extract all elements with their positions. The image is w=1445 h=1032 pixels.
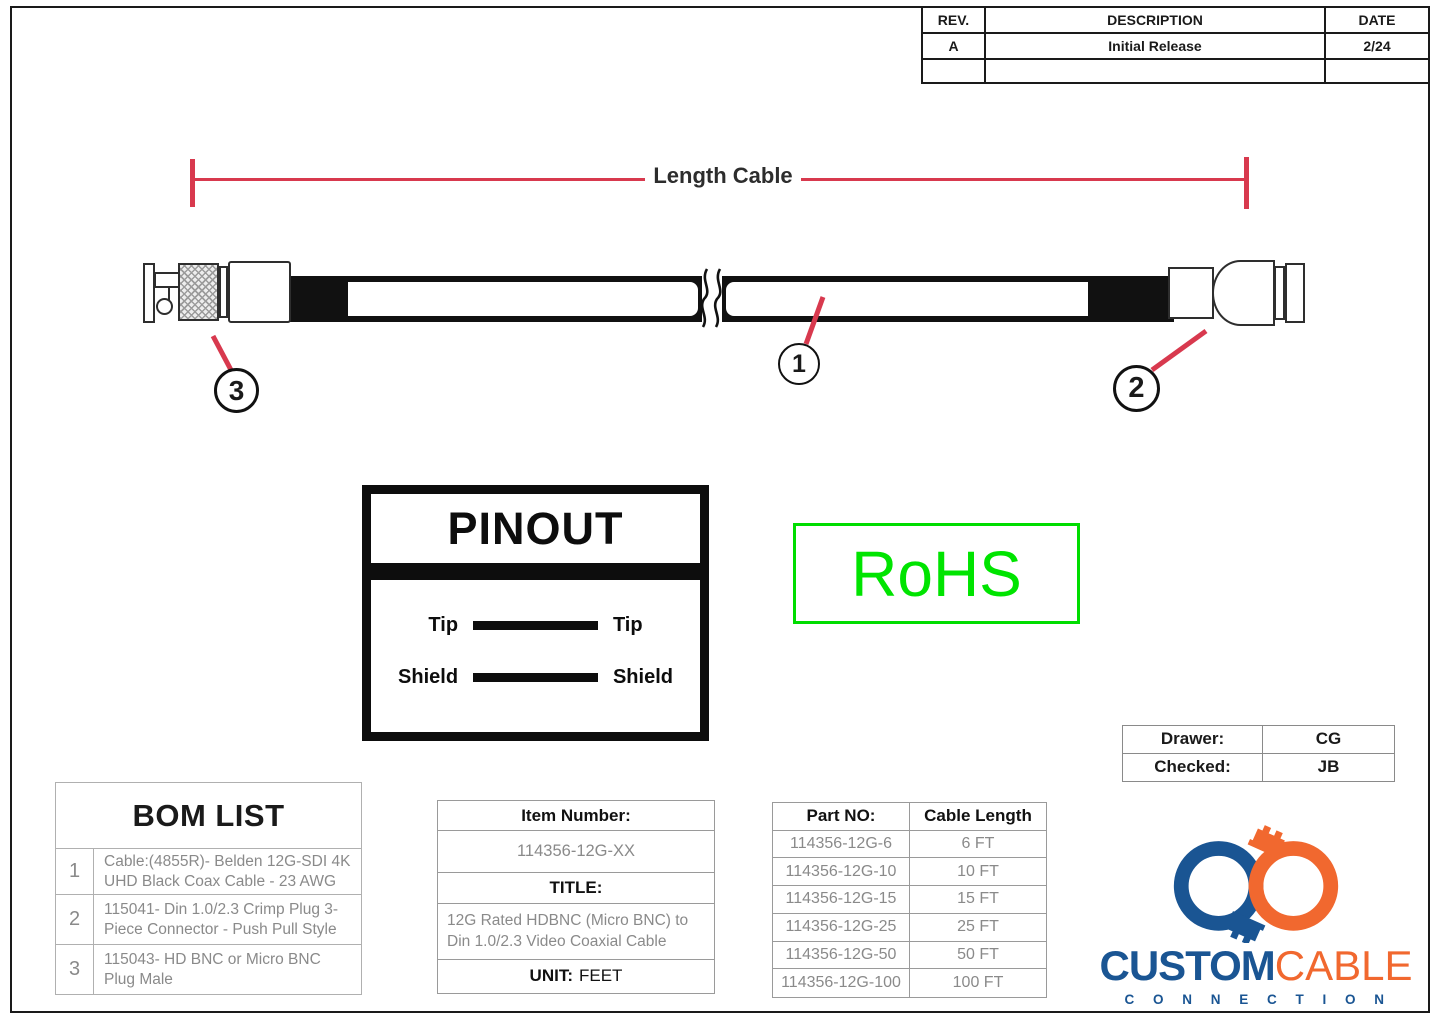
cable-length-cell: 10 FT <box>910 858 1046 887</box>
pin-left-label: Shield <box>398 666 459 688</box>
part-no-cell: 114356-12G-50 <box>773 941 910 970</box>
date-value: 2/24 <box>1326 34 1428 60</box>
part-no-cell: 114356-12G-10 <box>773 858 910 887</box>
cable-length-cell: 25 FT <box>910 914 1046 942</box>
part-no-cell: 114356-12G-100 <box>773 969 910 997</box>
part-number-table: Part NO: Cable Length 114356-12G-6 6 FT … <box>772 802 1047 998</box>
cable-length-cell: 6 FT <box>910 831 1046 859</box>
cable-segment-left <box>288 276 702 322</box>
logo-word-cable: CABLE <box>1274 942 1413 989</box>
bom-item-number: 1 <box>56 849 94 895</box>
orange-plug <box>1247 825 1285 859</box>
cable-length-cell: 50 FT <box>910 942 1046 970</box>
approval-table: Drawer: CG Checked: JB <box>1122 725 1395 782</box>
dimension-line-right <box>801 178 1244 181</box>
cable-segment-right <box>722 276 1174 322</box>
rohs-badge: RoHS <box>793 523 1080 624</box>
checked-value: JB <box>1317 757 1340 777</box>
item-number-label: Item Number: <box>438 801 714 831</box>
unit-label: UNIT: <box>529 966 573 985</box>
company-logo: CUSTOMCABLE C O N N E C T I O N <box>1090 821 1422 1011</box>
pinout-divider <box>371 563 700 580</box>
dimension-line-left <box>195 178 645 181</box>
bom-item-number: 2 <box>56 895 94 945</box>
bom-item-number: 3 <box>56 945 94 994</box>
pinout-row-shield: Shield Shield <box>371 666 700 689</box>
cable-length-cell: 15 FT <box>910 886 1046 914</box>
part-no-cell: 114356-12G-6 <box>773 830 910 859</box>
bom-item-description: 115043- HD BNC or Micro BNC Plug Male <box>104 951 321 988</box>
bom-title: BOM LIST <box>56 783 361 849</box>
item-info-table: Item Number: 114356-12G-XX TITLE: 12G Ra… <box>437 800 715 994</box>
pinout-row-tip: Tip Tip <box>371 614 700 637</box>
cable-length-cell: 100 FT <box>952 974 1004 992</box>
title-label: TITLE: <box>438 873 714 904</box>
callout-3-bnc-connector: 3 <box>214 368 259 413</box>
part-no-cell: 114356-12G-15 <box>773 886 910 914</box>
part-no-header: Part NO: <box>773 803 910 831</box>
logo-wordmark: CUSTOMCABLE <box>1090 945 1422 987</box>
revision-table: REV. DESCRIPTION DATE A Initial Release … <box>921 6 1430 84</box>
blue-plug <box>1228 911 1266 943</box>
pin-wire <box>473 621 598 630</box>
unit-row: UNIT: FEET <box>438 960 714 992</box>
pin-right-label: Shield <box>612 666 673 688</box>
rev-value: A <box>923 34 986 60</box>
dimension-tick-right <box>1244 157 1249 209</box>
description-header: DESCRIPTION <box>986 8 1326 34</box>
date-header: DATE <box>1326 8 1428 34</box>
page-border <box>10 6 1430 1013</box>
bom-item-description: 115041- Din 1.0/2.3 Crimp Plug 3-Piece C… <box>94 895 361 945</box>
rev-value-empty <box>923 60 986 82</box>
pinout-box: PINOUT Tip Tip Shield Shield <box>362 485 709 741</box>
logo-word-connection: C O N N E C T I O N <box>1124 992 1392 1007</box>
cable-length-header: Cable Length <box>910 803 1046 831</box>
bom-item-description: Cable:(4855R)- Belden 12G-SDI 4K UHD Bla… <box>94 849 361 895</box>
rev-header: REV. <box>923 8 986 34</box>
drawer-label: Drawer: <box>1123 726 1263 754</box>
callout-2-din-connector: 2 <box>1113 365 1160 412</box>
title-value: 12G Rated HDBNC (Micro BNC) to Din 1.0/2… <box>438 904 714 960</box>
unit-value: FEET <box>579 966 623 985</box>
cable-break-icon <box>700 268 722 328</box>
bom-list: BOM LIST 1 Cable:(4855R)- Belden 12G-SDI… <box>55 782 362 995</box>
drawer-value: CG <box>1263 726 1394 754</box>
description-value: Initial Release <box>986 34 1326 60</box>
logo-word-custom: CUSTOM <box>1099 942 1276 989</box>
infinity-cable-icon <box>1173 825 1339 943</box>
dimension-label: Length Cable <box>653 163 793 188</box>
pin-wire <box>473 673 598 682</box>
checked-label: Checked: <box>1123 753 1263 781</box>
date-value-empty <box>1326 60 1428 82</box>
callout-1-cable: 1 <box>778 343 820 385</box>
pinout-title: PINOUT <box>447 502 624 554</box>
description-value-empty <box>986 60 1326 82</box>
item-number-value: 114356-12G-XX <box>438 831 714 873</box>
pin-right-label: Tip <box>612 614 643 636</box>
pin-left-label: Tip <box>428 614 459 636</box>
dimension-tick-left <box>190 159 195 207</box>
part-no-cell: 114356-12G-25 <box>773 913 910 942</box>
